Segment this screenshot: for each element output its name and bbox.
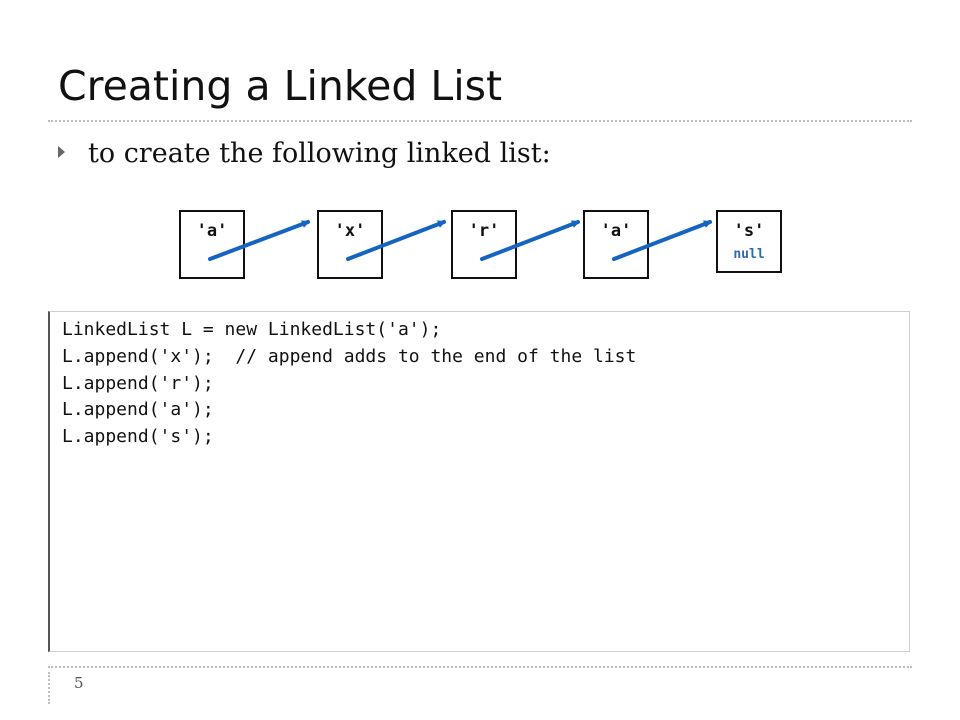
node-4-null-label: null: [733, 247, 764, 262]
node-3: 'a': [583, 210, 649, 279]
node-2-box: [451, 210, 517, 279]
arrow-1-to-2: [346, 220, 446, 261]
node-4-label: 's': [734, 221, 765, 241]
code-line: L.append('r');: [62, 373, 214, 394]
code-line: L.append('s');: [62, 426, 214, 447]
code-line: LinkedList L = new LinkedList('a');: [62, 319, 442, 340]
node-1-box: [317, 210, 383, 279]
footer-left-bar: [48, 672, 50, 704]
node-4-box: [716, 210, 782, 273]
arrow-2-to-3: [480, 220, 580, 261]
bullet-triangle-icon: [58, 146, 65, 158]
footer-divider: [48, 666, 912, 668]
node-3-label: 'a': [601, 221, 632, 241]
arrow-0-to-1: [208, 220, 310, 261]
node-4: 's' null: [716, 210, 782, 273]
slide-title: Creating a Linked List: [58, 62, 503, 110]
node-2: 'r': [451, 210, 517, 279]
title-divider: [48, 120, 912, 122]
bullet-text: to create the following linked list:: [88, 138, 551, 169]
code-line: L.append('x'); // append adds to the end…: [62, 346, 637, 367]
code-line: L.append('a');: [62, 399, 214, 420]
node-2-label: 'r': [469, 221, 500, 241]
node-1-label: 'x': [335, 221, 366, 241]
node-3-box: [583, 210, 649, 279]
code-block: LinkedList L = new LinkedList('a'); L.ap…: [48, 311, 910, 652]
node-0: 'a': [179, 210, 245, 279]
page-number: 5: [74, 674, 84, 692]
node-1: 'x': [317, 210, 383, 279]
node-0-label: 'a': [197, 221, 228, 241]
arrow-3-to-4: [612, 220, 712, 261]
